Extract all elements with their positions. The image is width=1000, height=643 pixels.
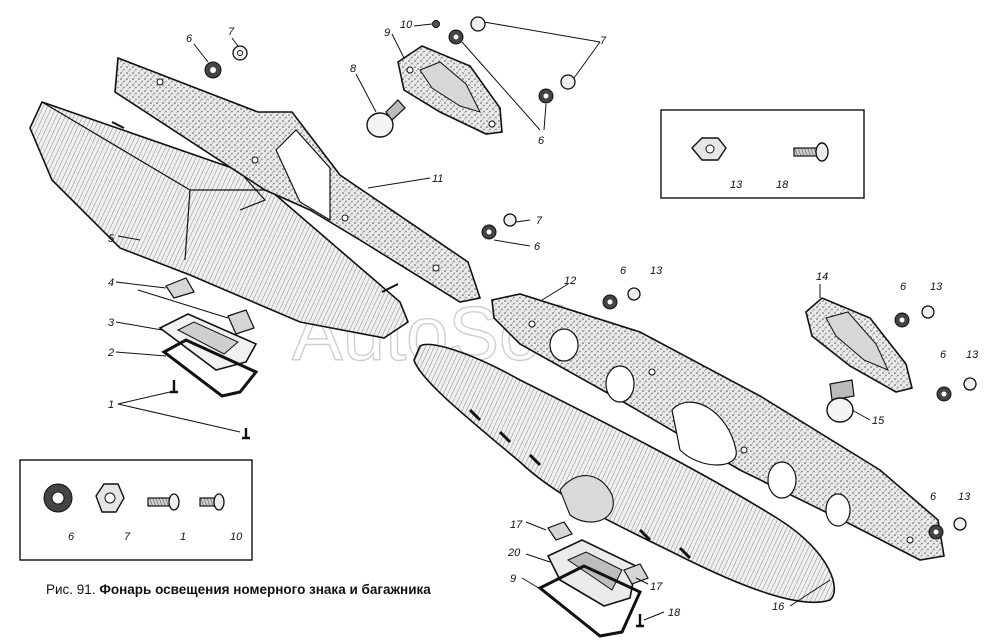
callout-17: 17 [650,581,663,593]
bottom-parts [537,521,649,638]
parts-left-small [158,277,259,440]
callout-13: 13 [730,179,743,191]
callout-14: 14 [816,271,828,283]
leader-lines [115,21,871,621]
part-12-long-gasket [491,293,945,561]
callout-7: 7 [228,26,235,38]
callout-18: 18 [668,607,681,619]
callout-12: 12 [564,275,576,287]
callout-5: 5 [108,233,115,245]
callout-6: 6 [68,531,75,543]
callout-4: 4 [108,277,114,289]
callout-1: 1 [108,399,114,411]
callout-15: 15 [872,415,885,427]
callout-6: 6 [900,281,907,293]
callout-17: 17 [510,519,523,531]
callout-6: 6 [534,241,541,253]
callout-13: 13 [650,265,663,277]
callout-3: 3 [108,317,115,329]
callout-18: 18 [776,179,789,191]
callout-9: 9 [510,573,516,585]
caption-title: Фонарь освещения номерного знака и багаж… [99,582,431,597]
callout-11: 11 [432,173,443,185]
callout-6: 6 [186,33,193,45]
callout-10: 10 [230,531,243,543]
top-hardware [204,16,576,240]
callout-2: 2 [107,347,114,359]
callout-7: 7 [600,35,607,47]
callout-6: 6 [930,491,937,503]
callout-8: 8 [350,63,357,75]
part-8-bulb [366,99,406,138]
callout-7: 7 [536,215,543,227]
inset-box-top [660,109,865,199]
part-11-gasket [114,56,482,303]
callout-1: 1 [180,531,186,543]
callout-13: 13 [966,349,979,361]
callout-20: 20 [507,547,521,559]
callout-6: 6 [940,349,947,361]
right-hardware [602,287,977,540]
callout-6: 6 [538,135,545,147]
callout-10: 10 [400,19,413,31]
callout-7: 7 [124,531,131,543]
callout-6: 6 [620,265,627,277]
part-16-lens-cover [413,343,835,604]
callout-13: 13 [958,491,971,503]
callout-9: 9 [384,27,390,39]
callout-16: 16 [772,601,785,613]
inset-box-bottom [19,459,253,561]
callout-numbers: 7 6 8 9 10 7 6 11 5 4 3 2 1 7 6 13 18 12… [68,19,979,619]
part-14-lamp-holder-right [805,297,913,393]
caption-prefix: Рис. 91. [46,582,96,597]
figure-caption: Рис. 91. Фонарь освещения номерного знак… [46,582,431,597]
part-15-bulb [826,379,855,423]
part-9-lamp-holder-top [397,45,503,135]
callout-13: 13 [930,281,943,293]
